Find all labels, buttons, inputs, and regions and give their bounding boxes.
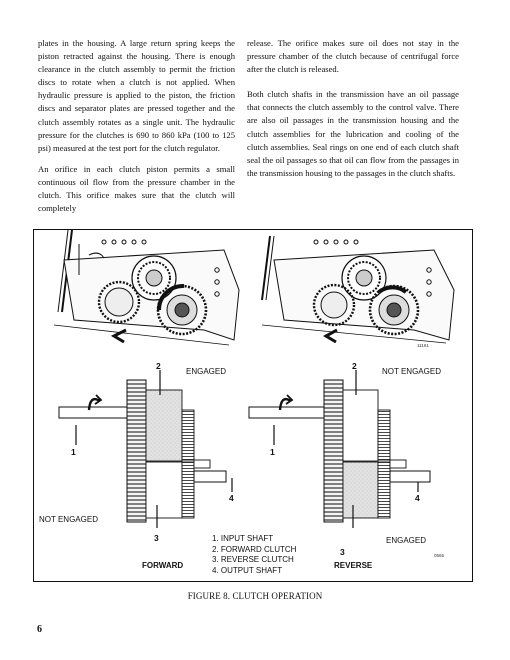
legend-item: 2. FORWARD CLUTCH xyxy=(212,544,297,554)
figure-drawing xyxy=(53,230,455,528)
forward-callout-4: 4 xyxy=(229,493,234,503)
reverse-label: REVERSE xyxy=(334,561,373,570)
legend-item: 3. REVERSE CLUTCH xyxy=(212,555,294,564)
forward-callout-1: 1 xyxy=(71,447,76,457)
reverse-callout-3: 3 xyxy=(340,547,345,557)
legend-item: 4. OUTPUT SHAFT xyxy=(212,565,283,575)
paragraph: release. The orifice makes sure oil does… xyxy=(247,38,459,75)
page-number: 6 xyxy=(37,624,42,635)
forward-gear-illustration xyxy=(53,230,240,346)
paragraph: Both clutch shafts in the transmission h… xyxy=(247,89,459,178)
reverse-gear-illustration xyxy=(261,235,455,344)
paragraph: An orifice in each clutch piston permits… xyxy=(38,163,235,214)
reverse-bottom-state: ENGAGED xyxy=(386,536,427,545)
reverse-callout-2: 2 xyxy=(352,361,357,371)
forward-bottom-state: NOT ENGAGED xyxy=(39,515,98,524)
forward-callout-3: 3 xyxy=(154,533,159,543)
figure-legend: 1. INPUT SHAFT 2. FORWARD CLUTCH 3. REVE… xyxy=(212,534,296,576)
left-text-column: plates in the housing. A large return sp… xyxy=(38,37,235,223)
reverse-top-state: NOT ENGAGED xyxy=(382,367,441,376)
figure-caption: FIGURE 8. CLUTCH OPERATION xyxy=(187,591,323,601)
forward-label: FORWARD xyxy=(142,561,184,570)
reverse-callout-4: 4 xyxy=(415,493,420,503)
legend-item: 1. INPUT SHAFT xyxy=(212,534,274,543)
photo-code: 11161 xyxy=(417,343,429,348)
forward-callout-2: 2 xyxy=(156,361,161,371)
drawing-code: 0565 xyxy=(434,553,445,558)
forward-clutch-schematic xyxy=(58,370,233,528)
paragraph: plates in the housing. A large return sp… xyxy=(38,38,235,153)
reverse-clutch-schematic xyxy=(248,370,431,528)
right-text-column: release. The orifice makes sure oil does… xyxy=(247,37,459,188)
reverse-callout-1: 1 xyxy=(270,447,275,457)
forward-top-state: ENGAGED xyxy=(186,367,227,376)
clutch-operation-figure: 11161 0565 2 ENGAGED 1 4 NOT ENGAGED 3 F… xyxy=(33,229,473,582)
